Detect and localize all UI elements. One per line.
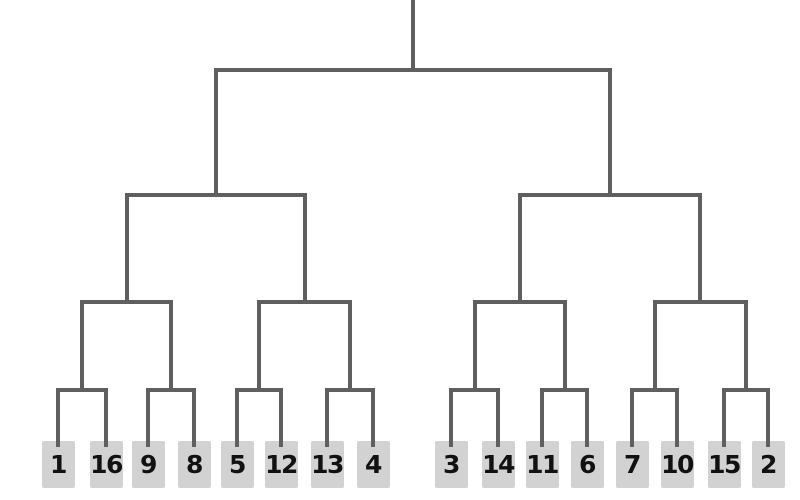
bracket-connector-vertical [124, 193, 129, 304]
seed-box-6: 6 [570, 441, 604, 488]
bracket-connector-vertical [449, 388, 453, 447]
bracket-connector-vertical [472, 300, 477, 392]
bracket-connector-vertical [630, 388, 634, 447]
bracket-connector-vertical [517, 193, 522, 304]
seed-box-16: 16 [89, 441, 123, 488]
bracket-connector-vertical [56, 388, 60, 447]
seed-box-14: 14 [481, 441, 515, 488]
seed-box-1: 1 [41, 441, 75, 488]
bracket-connector-vertical [213, 68, 218, 197]
bracket-connector-vertical [235, 388, 239, 447]
bracket-connector-vertical [562, 300, 567, 392]
bracket-connector-vertical [169, 300, 173, 392]
bracket-connector-vertical [104, 388, 108, 447]
seed-box-3: 3 [434, 441, 468, 488]
bracket-connector-vertical [652, 300, 657, 392]
bracket-connector-vertical [675, 388, 679, 447]
bracket-connector-vertical [410, 0, 415, 72]
bracket-connector-vertical [766, 388, 770, 447]
bracket-connector-vertical [496, 388, 500, 447]
bracket-connector-vertical [698, 193, 703, 304]
bracket-connector-vertical [744, 300, 748, 392]
bracket-connector-vertical [540, 388, 544, 447]
bracket-connector-vertical [348, 300, 352, 392]
bracket-connector-vertical [80, 300, 84, 392]
bracket-connector-vertical [302, 193, 307, 304]
seed-box-12: 12 [264, 441, 298, 488]
bracket-connector-vertical [279, 388, 283, 447]
seed-box-4: 4 [356, 441, 390, 488]
bracket-connector-vertical [192, 388, 196, 447]
bracket-connector-vertical [257, 300, 261, 392]
bracket-connector-vertical [325, 388, 329, 447]
seed-box-8: 8 [177, 441, 211, 488]
bracket-connector-vertical [585, 388, 589, 447]
bracket-connector-vertical [371, 388, 375, 447]
seed-box-2: 2 [751, 441, 785, 488]
bracket-connector-vertical [146, 388, 150, 447]
bracket-connector-vertical [722, 388, 726, 447]
seed-box-7: 7 [615, 441, 649, 488]
seed-box-10: 10 [660, 441, 694, 488]
bracket-connector-vertical [607, 68, 612, 197]
seed-box-5: 5 [220, 441, 254, 488]
seed-box-11: 11 [525, 441, 559, 488]
seed-box-13: 13 [310, 441, 344, 488]
seed-box-9: 9 [131, 441, 165, 488]
seed-box-15: 15 [707, 441, 741, 488]
